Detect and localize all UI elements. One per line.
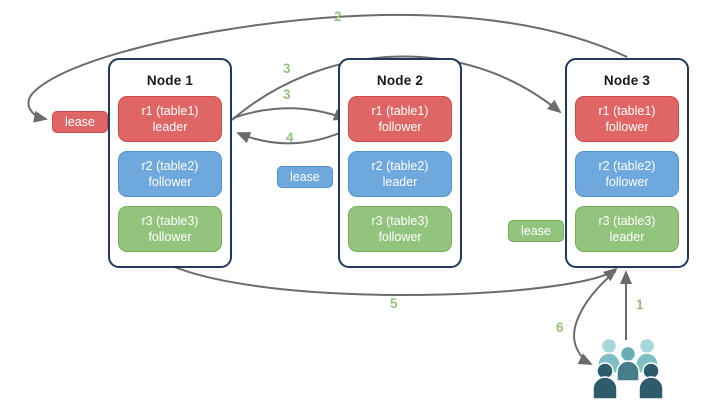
step-label-4: 4 (286, 130, 294, 145)
arrow-step-5-node1-to-node3 (171, 265, 618, 297)
node-title: Node 2 (376, 73, 424, 88)
person-head (600, 337, 618, 355)
replica-role: follower (378, 230, 422, 244)
node-2-box: Node 2 r1 (table1) follower r2 (table2) … (338, 58, 462, 268)
step-label-3b: 3 (283, 87, 291, 102)
person-body (616, 360, 640, 382)
users-group-icon (592, 337, 664, 400)
node-1-box: Node 1 r1 (table1) leader r2 (table2) fo… (108, 58, 232, 268)
replica-label: r1 (table1) (371, 104, 429, 118)
step-label-3a: 3 (283, 61, 291, 76)
replica-label: r3 (table3) (598, 214, 656, 228)
replica-label: r1 (table1) (598, 104, 656, 118)
person-body (638, 376, 664, 400)
person-head (619, 345, 637, 363)
replica-label: r3 (table3) (371, 214, 429, 228)
replica-role: follower (148, 230, 192, 244)
replica-role: follower (378, 120, 422, 134)
replica-role: leader (152, 120, 188, 134)
replica-r3-table3: r3 (table3) follower (118, 206, 222, 252)
lease-label-r1: lease (52, 111, 108, 133)
replica-role: leader (609, 230, 645, 244)
person-head (638, 337, 656, 355)
replica-role: follower (605, 175, 649, 189)
replica-r2-table2: r2 (table2) follower (575, 151, 679, 197)
replica-r1-table1: r1 (table1) leader (118, 96, 222, 142)
step-label-2: 2 (334, 9, 342, 24)
step-label-6: 6 (556, 320, 564, 335)
replica-r1-table1: r1 (table1) follower (348, 96, 452, 142)
replica-role: follower (605, 120, 649, 134)
replica-r3-table3: r3 (table3) leader (575, 206, 679, 252)
node-title: Node 1 (146, 73, 194, 88)
step-label-5: 5 (390, 296, 398, 311)
replica-role: follower (148, 175, 192, 189)
lease-text: lease (521, 224, 551, 238)
replica-r3-table3: r3 (table3) follower (348, 206, 452, 252)
arrow-step-4-node2-to-node1 (236, 127, 352, 145)
replica-r2-table2: r2 (table2) follower (118, 151, 222, 197)
step-label-1: 1 (636, 297, 644, 312)
replica-label: r2 (table2) (598, 159, 656, 173)
arrow-step-3-node1-to-node2 (232, 107, 348, 121)
lease-label-r2: lease (277, 166, 333, 188)
node-title: Node 3 (603, 73, 651, 88)
replica-label: r3 (table3) (141, 214, 199, 228)
lease-text: lease (65, 115, 95, 129)
node-3-box: Node 3 r1 (table1) follower r2 (table2) … (565, 58, 689, 268)
person-body (592, 376, 618, 400)
replica-role: leader (382, 175, 418, 189)
replica-r2-table2: r2 (table2) leader (348, 151, 452, 197)
replica-r1-table1: r1 (table1) follower (575, 96, 679, 142)
lease-text: lease (290, 170, 320, 184)
replica-label: r1 (table1) (141, 104, 199, 118)
replica-label: r2 (table2) (371, 159, 429, 173)
lease-label-r3: lease (508, 220, 564, 242)
replica-label: r2 (table2) (141, 159, 199, 173)
